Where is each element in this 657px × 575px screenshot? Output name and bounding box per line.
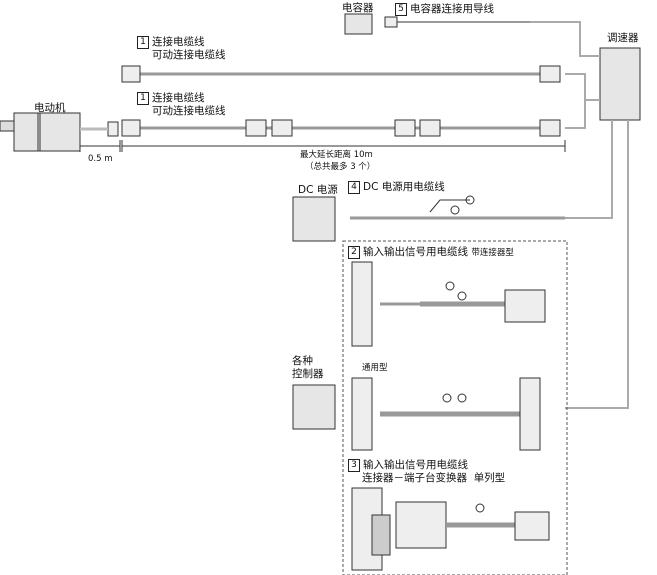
controller-label: 调速器 bbox=[607, 32, 639, 44]
motor-distance: 0.5 m bbox=[88, 154, 113, 164]
motor-body bbox=[13, 112, 81, 152]
cable3-sublabel: 连接器－端子台变换器 单列型 bbox=[362, 472, 506, 484]
cable1-connector-right bbox=[539, 65, 561, 83]
io-cable-group bbox=[342, 240, 568, 575]
motor-connector bbox=[107, 121, 119, 137]
cable2-variant: 通用型 bbox=[362, 363, 388, 373]
extension-line2: （总共最多 3 个） bbox=[305, 162, 376, 172]
dc-power-label: DC 电源 bbox=[298, 184, 338, 196]
extension-line1: 最大延长距离 10m bbox=[300, 150, 373, 160]
control-devices-line2: 控制器 bbox=[292, 368, 324, 380]
dc-power-box bbox=[292, 196, 336, 242]
motor-label: 电动机 bbox=[34, 102, 66, 114]
cable1b-sublabel: 可动连接电缆线 bbox=[152, 105, 226, 117]
cable1-connector-left bbox=[121, 65, 141, 83]
cable1a-sublabel: 可动连接电缆线 bbox=[152, 49, 226, 61]
controller-box bbox=[599, 47, 641, 121]
motor-shaft bbox=[0, 120, 15, 132]
control-devices-line1: 各种 bbox=[292, 355, 313, 367]
control-devices-box bbox=[292, 384, 336, 430]
capacitor-box bbox=[344, 13, 373, 35]
capacitor-label: 电容器 bbox=[342, 2, 374, 14]
